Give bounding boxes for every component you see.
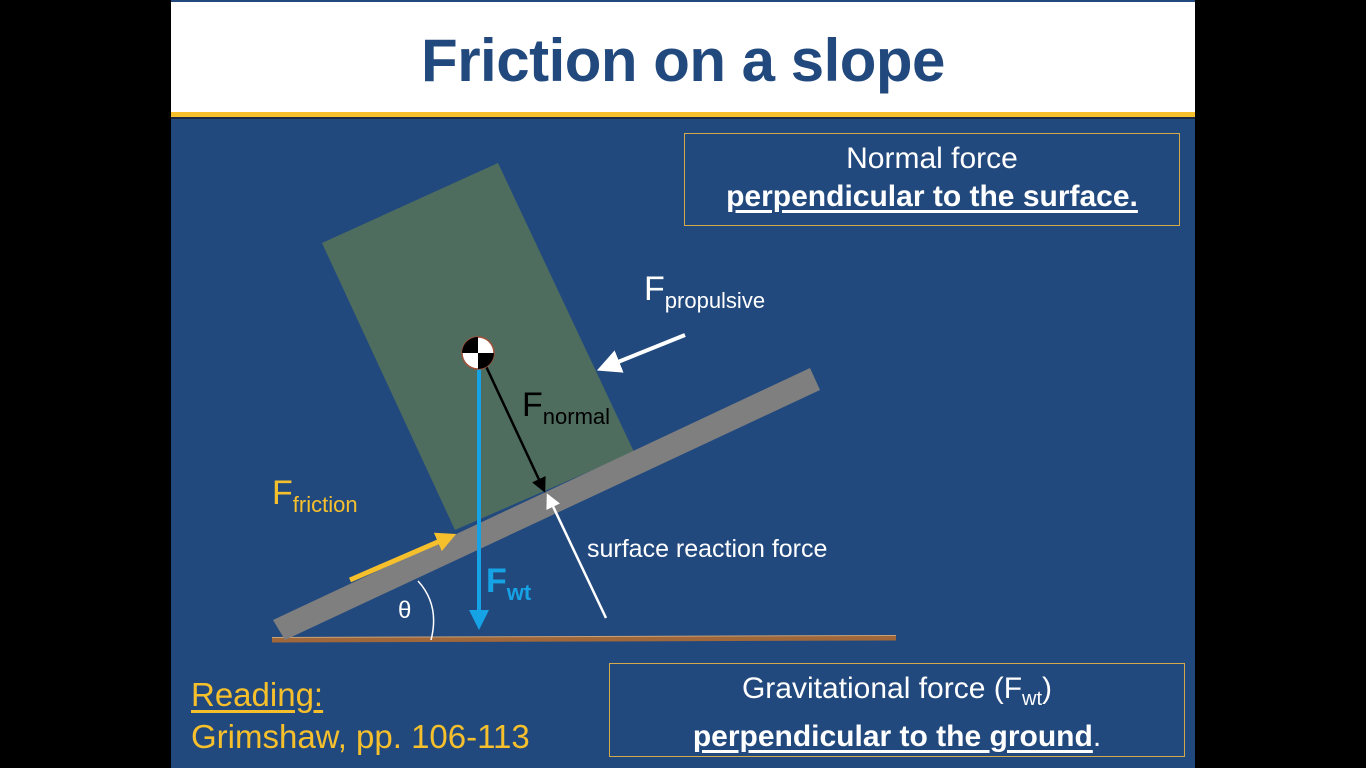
center-of-mass-icon: [461, 336, 495, 370]
gravitational-force-note: Gravitational force (Fwt) perpendicular …: [609, 663, 1185, 757]
title-bar: Friction on a slope: [171, 0, 1195, 112]
slope-diagram: [271, 163, 897, 643]
label-angle-theta: θ: [398, 597, 412, 624]
normal-force-arrow: [482, 361, 546, 493]
label-friction: Ffriction: [272, 474, 358, 517]
reading-reference: Reading: Grimshaw, pp. 106-113: [191, 674, 530, 758]
label-weight: Fwt: [486, 562, 532, 605]
ground-line: [271, 635, 897, 643]
title-underline-dark: [171, 117, 1195, 119]
reading-heading: Reading:: [191, 676, 324, 713]
reading-citation: Grimshaw, pp. 106-113: [191, 718, 530, 755]
gravitational-force-note-title: Gravitational force (Fwt): [741, 672, 1053, 710]
slide-title: Friction on a slope: [421, 27, 945, 94]
label-surface-reaction: surface reaction force: [587, 535, 828, 563]
gravitational-force-note-detail: perpendicular to the ground.: [692, 720, 1102, 753]
propulsive-force-arrow: [596, 333, 686, 373]
angle-arc: [417, 580, 435, 641]
normal-force-note-detail: perpendicular to the surface.: [726, 180, 1138, 213]
surface-reaction-arrow: [546, 493, 608, 619]
normal-force-note-title: Normal force: [846, 142, 1018, 175]
friction-force-arrow: [349, 532, 457, 583]
label-normal: Fnormal: [522, 386, 611, 429]
normal-force-note: Normal force perpendicular to the surfac…: [684, 133, 1180, 226]
slide: Friction on a slope: [171, 0, 1195, 768]
title-underline-gold: [171, 112, 1195, 117]
label-propulsive: Fpropulsive: [644, 270, 766, 313]
